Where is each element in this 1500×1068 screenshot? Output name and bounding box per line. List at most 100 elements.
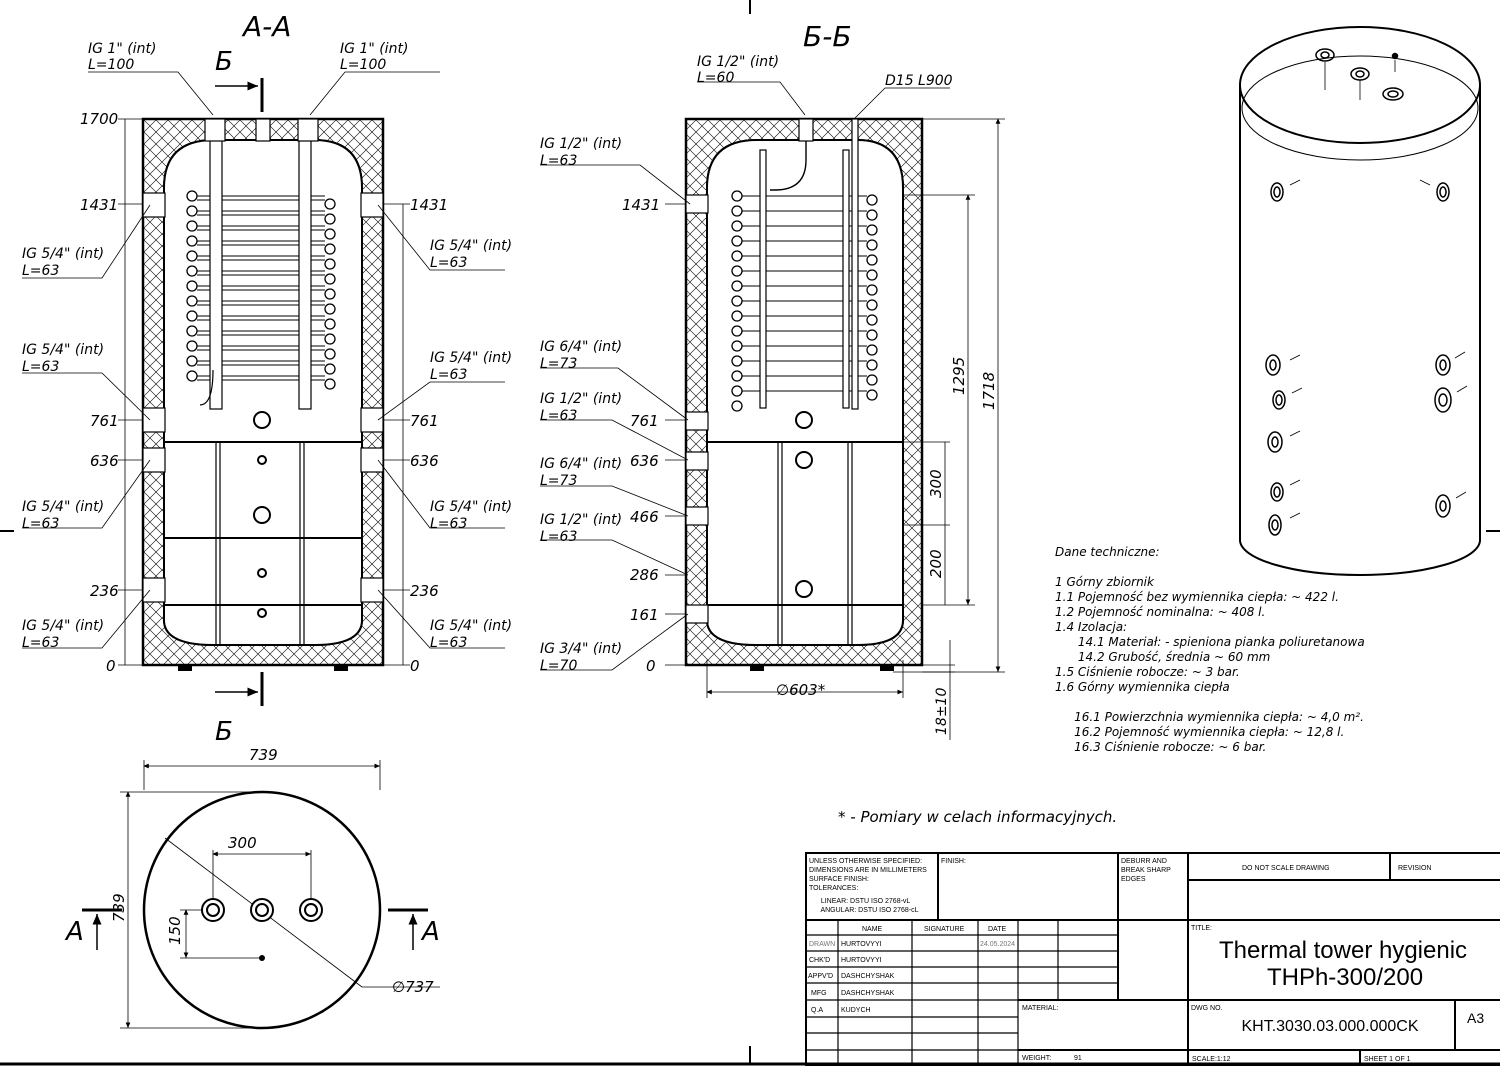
connection-label: IG 5/4" (int) (430, 350, 512, 366)
footnote: * - Pomiary w celach informacyjnych. (838, 808, 1118, 826)
tb-scale: SCALE:1:12 (1192, 1056, 1231, 1063)
tb-do-not-scale: DO NOT SCALE DRAWING (1242, 865, 1330, 872)
note-line: 1.6 Górny wymiennika ciepła (1055, 680, 1230, 694)
pipe-label: D15 L900 (885, 73, 953, 89)
sheet-size: A3 (1467, 1010, 1484, 1026)
connection-label: L=100 (88, 57, 134, 73)
technical-notes: Dane techniczne: 1 Górny zbiornik 1.1 Po… (1055, 545, 1365, 755)
tb-person: KUDYCH (841, 1007, 871, 1014)
height-label: 761 (90, 412, 119, 430)
connection-label: IG 1" (int) (340, 41, 408, 57)
plan-view: A A 739 739 300 150 ∅737 (64, 746, 440, 1030)
tb-finish: FINISH: (941, 858, 966, 865)
height-label: 0 (410, 657, 420, 675)
tb-unless-line: SURFACE FINISH: (809, 876, 869, 883)
height-label: 286 (630, 566, 659, 584)
connection-label: L=63 (540, 529, 577, 545)
tb-person: DASHCHYSHAK (841, 973, 895, 980)
plan-width: 739 (249, 746, 278, 764)
connection-label: L=70 (540, 658, 577, 674)
tb-unless-line: LINEAR: DSTU ISO 2768-vL (815, 898, 910, 905)
dim-1295: 1295 (950, 357, 968, 395)
section-aa-title: A-A (241, 10, 291, 43)
dim-feet: 18±10 (934, 688, 950, 735)
connection-label: L=63 (430, 516, 467, 532)
plan-spacing: 300 (228, 834, 257, 852)
note-line: 16.1 Powierzchnia wymiennika ciepła: ~ 4… (1055, 710, 1364, 724)
plan-offset: 150 (166, 916, 184, 945)
connection-label: IG 1" (int) (88, 41, 156, 57)
connection-label: IG 5/4" (int) (22, 499, 104, 515)
cut-mark-top: Б (215, 47, 233, 77)
connection-label: L=100 (340, 57, 386, 73)
tb-unless-line: TOLERANCES: (809, 885, 858, 892)
note-line: 16.2 Pojemność wymiennika ciepła: ~ 12,8… (1055, 725, 1345, 739)
connection-label: IG 5/4" (int) (430, 499, 512, 515)
connection-label: L=63 (430, 255, 467, 271)
connection-label: L=73 (540, 356, 577, 372)
connection-label: IG 5/4" (int) (22, 342, 104, 358)
height-label: 1431 (410, 196, 448, 214)
dim-200: 200 (927, 549, 945, 578)
tb-role: CHK'D (809, 957, 830, 964)
connection-label: L=63 (22, 635, 59, 651)
connection-label: IG 5/4" (int) (430, 618, 512, 634)
tb-name-header: NAME (862, 926, 883, 933)
tb-weight: 91 (1074, 1055, 1082, 1062)
connection-label: IG 6/4" (int) (540, 339, 622, 355)
connection-label: IG 1/2" (int) (540, 136, 622, 152)
connection-label: IG 1/2" (int) (540, 512, 622, 528)
connection-label: IG 5/4" (int) (22, 246, 104, 262)
connection-label: IG 5/4" (int) (430, 238, 512, 254)
height-label: 1431 (622, 196, 660, 214)
height-label: 466 (630, 508, 659, 526)
height-label: 0 (646, 657, 656, 675)
plan-mark-right: A (420, 917, 440, 947)
tb-title-label: TITLE: (1191, 925, 1212, 932)
tb-role: DRAWN (809, 941, 835, 948)
dim-300: 300 (927, 469, 945, 498)
height-label: 636 (410, 452, 439, 470)
connection-label: L=63 (540, 153, 577, 169)
tb-role: APPV'D (808, 973, 833, 980)
connection-label: L=63 (22, 263, 59, 279)
connection-label: L=60 (697, 70, 734, 86)
drawing-title-line2: THPh-300/200 (1267, 964, 1423, 991)
connection-label: IG 1/2" (int) (540, 391, 622, 407)
isometric-view (1239, 26, 1481, 576)
height-label: 636 (90, 452, 119, 470)
tb-date: 24.05.2024 (980, 941, 1015, 948)
connection-label: L=63 (540, 408, 577, 424)
tb-person: HURTOVYYI (841, 941, 882, 948)
tb-date-header: DATE (988, 926, 1006, 933)
note-line: 16.3 Ciśnienie robocze: ~ 6 bar. (1055, 740, 1267, 754)
plan-mark-left: A (64, 917, 84, 947)
tb-person: DASHCHYSHAK (841, 990, 895, 997)
connection-label: L=63 (430, 635, 467, 651)
connection-label: IG 1/2" (int) (697, 54, 779, 70)
cut-mark-bottom: Б (215, 717, 233, 747)
tb-sheet: SHEET 1 OF 1 (1364, 1056, 1411, 1063)
tb-deburr: BREAK SHARP (1121, 867, 1171, 874)
plan-diameter: ∅737 (392, 978, 434, 996)
drawing-number: KHT.3030.03.000.000CK (1241, 1018, 1418, 1035)
height-label: 761 (630, 412, 659, 430)
title-block: UNLESS OTHERWISE SPECIFIED: DIMENSIONS A… (805, 852, 1500, 1066)
section-bb: Б-Б 1431 761 636 466 286 161 0 (540, 20, 1005, 740)
height-label: 236 (90, 582, 119, 600)
tb-signature-header: SIGNATURE (924, 926, 965, 933)
height-label: 1700 (80, 110, 118, 128)
note-line: 1.4 Izolacja: (1055, 620, 1128, 634)
dim-diameter: ∅603* (776, 681, 826, 699)
tb-revision: REVISION (1398, 865, 1431, 872)
connection-label: L=63 (22, 516, 59, 532)
tb-deburr: DEBURR AND (1121, 858, 1167, 865)
tb-unless-line: UNLESS OTHERWISE SPECIFIED: (809, 858, 922, 865)
aa-right-heights: 1431 761 636 236 0 (410, 196, 448, 675)
tb-person: HURTOVYYI (841, 957, 882, 964)
tb-weight-label: WEIGHT: (1022, 1055, 1051, 1062)
note-line: 14.2 Grubość, średnia ~ 60 mm (1055, 650, 1271, 664)
height-label: 161 (630, 606, 659, 624)
connection-label: L=63 (430, 367, 467, 383)
